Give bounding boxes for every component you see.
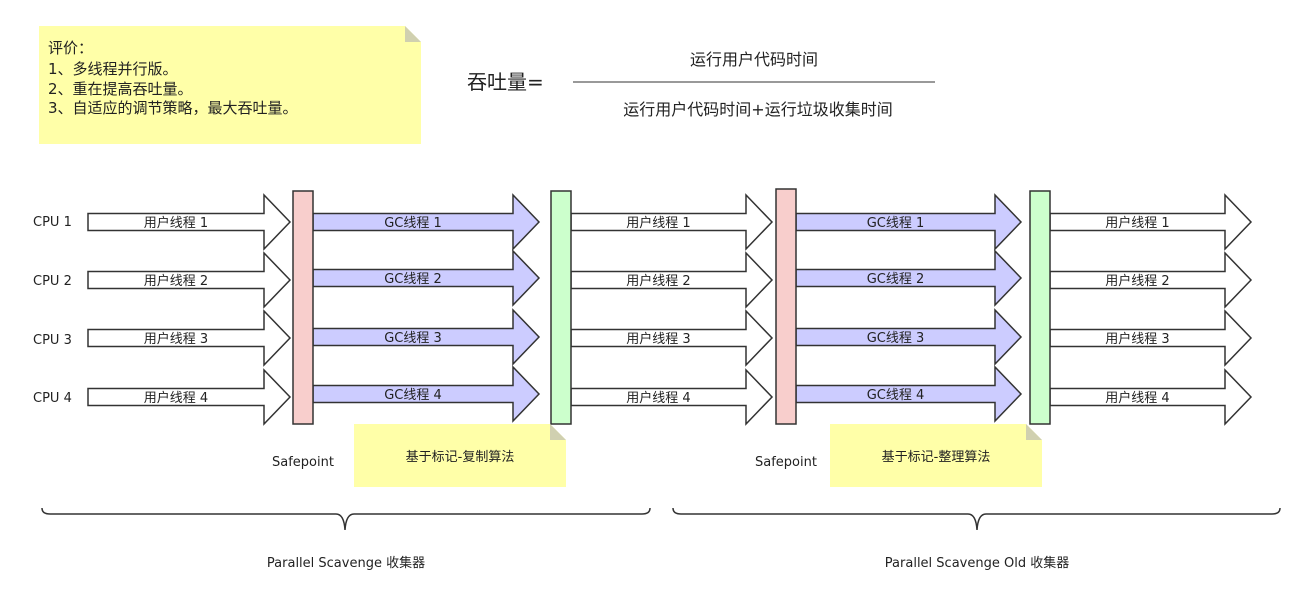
evaluation-note-line: 2、重在提高吞吐量。 bbox=[48, 80, 193, 98]
gc-thread-label: GC线程 2 bbox=[384, 272, 442, 287]
user-thread-label: 用户线程 4 bbox=[1105, 390, 1169, 406]
algorithm-note: 基于标记-复制算法 bbox=[354, 424, 566, 487]
evaluation-note-line: 1、多线程并行版。 bbox=[48, 60, 178, 78]
user-thread-arrow bbox=[87, 368, 292, 426]
algorithm-note-fold bbox=[550, 424, 566, 440]
gc-thread-label: GC线程 1 bbox=[384, 216, 442, 231]
gc-thread-label: GC线程 3 bbox=[384, 331, 442, 346]
collector-label: Parallel Scavenge 收集器 bbox=[267, 555, 425, 571]
gc-end-bar bbox=[1029, 190, 1051, 425]
gc-thread-label: GC线程 1 bbox=[867, 216, 925, 231]
cpu-label: CPU 2 bbox=[33, 274, 72, 289]
evaluation-note-fold bbox=[405, 26, 421, 42]
evaluation-note: 评价： 1、多线程并行版。 2、重在提高吞吐量。 3、自适应的调节策略，最大吞吐… bbox=[39, 26, 421, 144]
user-thread-label: 用户线程 3 bbox=[1105, 331, 1169, 347]
safepoint-bar bbox=[292, 190, 314, 425]
user-thread-label: 用户线程 3 bbox=[626, 331, 690, 347]
user-thread-label: 用户线程 1 bbox=[626, 215, 690, 231]
formula-numerator: 运行用户代码时间 bbox=[690, 50, 818, 69]
safepoint-label: Safepoint bbox=[272, 455, 334, 470]
user-thread-arrow bbox=[87, 251, 292, 309]
evaluation-note-shape bbox=[39, 26, 421, 144]
algorithm-note: 基于标记-整理算法 bbox=[830, 424, 1042, 487]
gc-thread-arrow bbox=[312, 308, 541, 366]
formula-lhs: 吞吐量= bbox=[467, 70, 544, 94]
throughput-formula: 吞吐量= 运行用户代码时间 运行用户代码时间+运行垃圾收集时间 bbox=[467, 50, 935, 119]
user-thread-label: 用户线程 2 bbox=[626, 273, 690, 289]
gc-thread-arrow bbox=[795, 365, 1023, 423]
user-thread-arrow bbox=[570, 309, 774, 367]
algorithm-note-fold bbox=[1026, 424, 1042, 440]
algorithm-note-text: 基于标记-整理算法 bbox=[882, 450, 991, 465]
thread-arrows: 用户线程 1 用户线程 2 用户线程 3 用户线程 4 GC线程 1 GC线程 2 GC线程… bbox=[87, 193, 1253, 426]
user-thread-label: 用户线程 3 bbox=[144, 331, 208, 347]
gc-thread-arrow bbox=[312, 365, 541, 423]
gc-thread-arrow bbox=[795, 249, 1023, 307]
user-thread-arrow bbox=[570, 251, 774, 309]
user-thread-arrow bbox=[570, 193, 774, 251]
user-thread-arrow bbox=[1049, 309, 1253, 367]
gc-end-bar bbox=[550, 190, 572, 425]
cpu-label: CPU 1 bbox=[33, 215, 72, 230]
gc-thread-arrow bbox=[795, 308, 1023, 366]
user-thread-arrow bbox=[570, 368, 774, 426]
algorithm-note-text: 基于标记-复制算法 bbox=[406, 450, 515, 465]
collector-brace bbox=[41, 507, 651, 531]
collector-label: Parallel Scavenge Old 收集器 bbox=[885, 555, 1069, 571]
user-thread-arrow bbox=[1049, 251, 1253, 309]
user-thread-label: 用户线程 4 bbox=[144, 390, 208, 406]
user-thread-label: 用户线程 2 bbox=[1105, 273, 1169, 289]
collector-brace bbox=[672, 507, 1281, 531]
algorithm-note-shape bbox=[830, 424, 1042, 487]
gc-thread-label: GC线程 2 bbox=[867, 272, 925, 287]
user-thread-arrow bbox=[1049, 368, 1253, 426]
user-thread-label: 用户线程 1 bbox=[1105, 215, 1169, 231]
user-thread-arrow bbox=[87, 309, 292, 367]
gc-thread-label: GC线程 3 bbox=[867, 331, 925, 346]
user-thread-label: 用户线程 1 bbox=[144, 215, 208, 231]
gc-thread-label: GC线程 4 bbox=[384, 388, 442, 403]
gc-thread-arrow bbox=[795, 193, 1023, 251]
cpu-labels: CPU 1 CPU 2 CPU 3 CPU 4 bbox=[33, 215, 72, 406]
safepoint-bar bbox=[775, 188, 797, 425]
safepoint-label: Safepoint bbox=[755, 455, 817, 470]
user-thread-label: 用户线程 4 bbox=[626, 390, 690, 406]
algorithm-note-shape bbox=[354, 424, 566, 487]
formula-denominator: 运行用户代码时间+运行垃圾收集时间 bbox=[623, 100, 892, 119]
evaluation-note-line: 评价： bbox=[48, 39, 93, 57]
user-thread-arrow bbox=[87, 193, 292, 251]
cpu-label: CPU 3 bbox=[33, 333, 72, 348]
gc-thread-label: GC线程 4 bbox=[867, 388, 925, 403]
user-thread-arrow bbox=[1049, 193, 1253, 251]
user-thread-label: 用户线程 2 bbox=[144, 273, 208, 289]
gc-thread-arrow bbox=[312, 249, 541, 307]
cpu-label: CPU 4 bbox=[33, 391, 72, 406]
phase-bars bbox=[292, 188, 1051, 425]
gc-thread-arrow bbox=[312, 193, 541, 251]
evaluation-note-line: 3、自适应的调节策略，最大吞吐量。 bbox=[48, 99, 298, 117]
